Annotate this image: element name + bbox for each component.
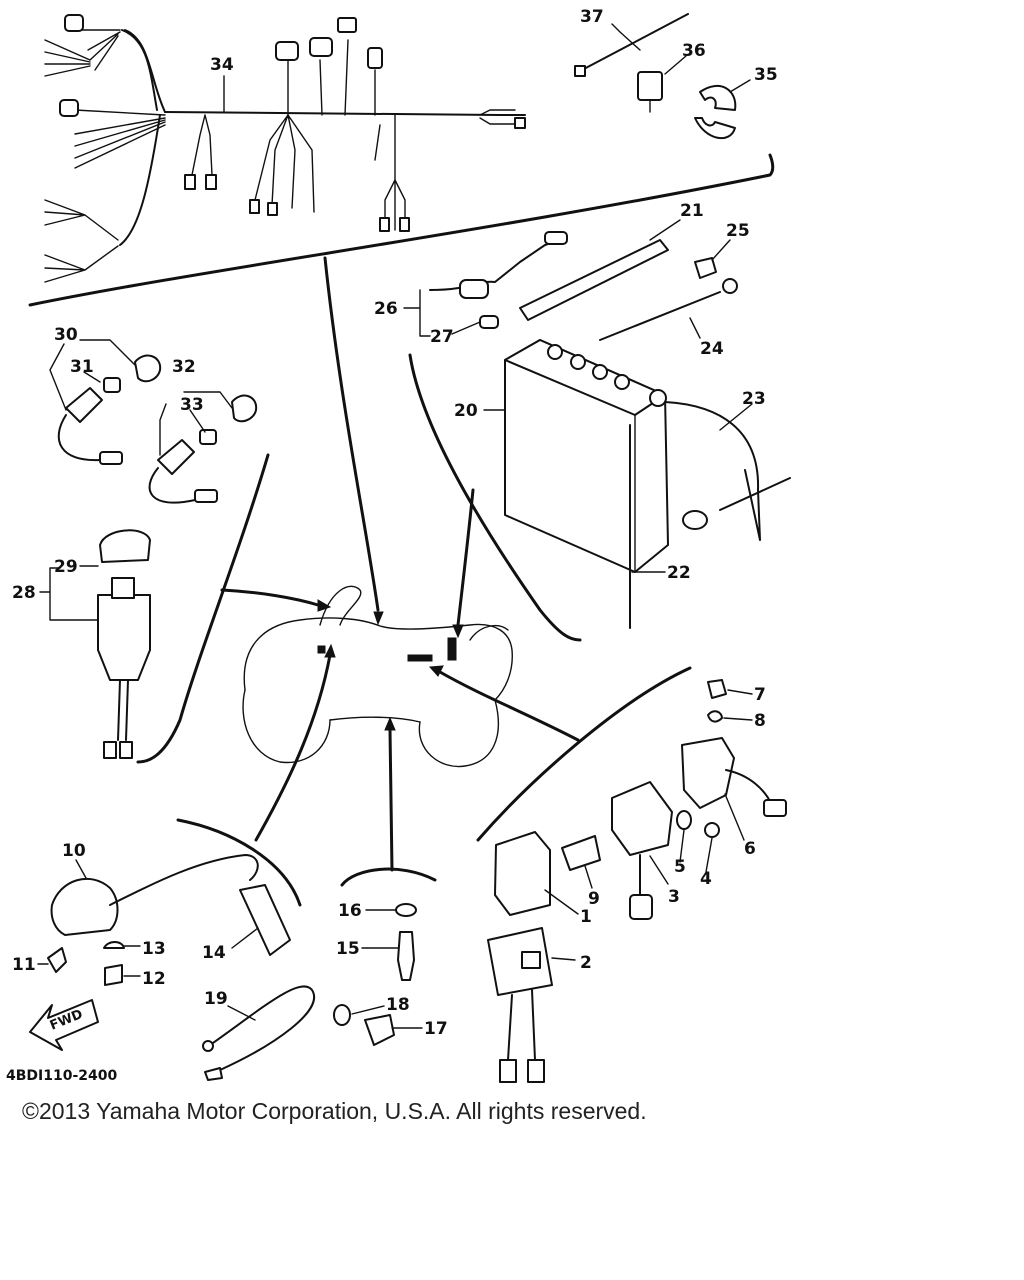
callout-23: 23	[742, 389, 766, 409]
callout-9: 9	[588, 889, 600, 909]
callout-34: 34	[210, 55, 234, 75]
callout-1: 1	[580, 907, 592, 927]
callout-6: 6	[744, 839, 756, 859]
callout-36: 36	[682, 41, 706, 61]
battery-accessories	[429, 231, 738, 341]
main-switch-28-29	[97, 529, 151, 759]
callout-3: 3	[668, 887, 680, 907]
ignition-coil-10-14	[47, 854, 291, 986]
callout-19: 19	[204, 989, 228, 1009]
callout-16: 16	[338, 901, 362, 921]
callout-5: 5	[674, 857, 686, 877]
callout-28: 28	[12, 583, 36, 603]
callout-27: 27	[430, 327, 454, 347]
callout-30: 30	[54, 325, 78, 345]
callout-26: 26	[374, 299, 398, 319]
callout-33: 33	[180, 395, 204, 415]
lead-wire-19	[202, 985, 315, 1081]
pointer-lines	[220, 256, 580, 872]
coil-section-border	[176, 818, 302, 907]
regulator-section-border	[476, 666, 692, 842]
ignition-section-border	[136, 453, 270, 764]
callout-22: 22	[667, 563, 691, 583]
section-dividers	[28, 153, 775, 907]
battery-section-border	[408, 353, 582, 642]
callout-32: 32	[172, 357, 196, 377]
fwd-arrow-icon	[29, 999, 99, 1051]
callout-18: 18	[386, 995, 410, 1015]
callout-24: 24	[700, 339, 724, 359]
motorcycle-outline	[242, 585, 513, 768]
drawing-code: 4BDI110-2400	[6, 1068, 118, 1084]
spark-plug-15-18	[333, 903, 417, 1046]
plug-caps-30-33	[57, 354, 258, 504]
regulator-relay-group	[487, 679, 787, 1083]
harness-section-border	[28, 153, 775, 307]
callout-4: 4	[700, 869, 712, 889]
callout-29: 29	[54, 557, 78, 577]
callout-2: 2	[580, 953, 592, 973]
leader-lines	[37, 23, 753, 1029]
battery-20	[504, 339, 791, 629]
callout-25: 25	[726, 221, 750, 241]
wire-harness-34	[44, 14, 526, 283]
callout-labels: 1 2 3 4 5 6 7 8 9 10 11 12 13 14 15 16 1…	[6, 7, 778, 1084]
callout-37: 37	[580, 7, 604, 27]
callout-15: 15	[336, 939, 360, 959]
callout-11: 11	[12, 955, 36, 975]
callout-14: 14	[202, 943, 226, 963]
plug-section-border	[340, 867, 437, 887]
parts-35-36-37	[574, 13, 737, 140]
callout-21: 21	[680, 201, 704, 221]
callout-31: 31	[70, 357, 94, 377]
callout-17: 17	[424, 1019, 448, 1039]
callout-13: 13	[142, 939, 166, 959]
callout-35: 35	[754, 65, 778, 85]
callout-20: 20	[454, 401, 478, 421]
callout-10: 10	[62, 841, 86, 861]
callout-12: 12	[142, 969, 166, 989]
callout-8: 8	[754, 711, 766, 731]
copyright-notice: ©2013 Yamaha Motor Corporation, U.S.A. A…	[22, 1098, 647, 1124]
callout-7: 7	[754, 685, 766, 705]
